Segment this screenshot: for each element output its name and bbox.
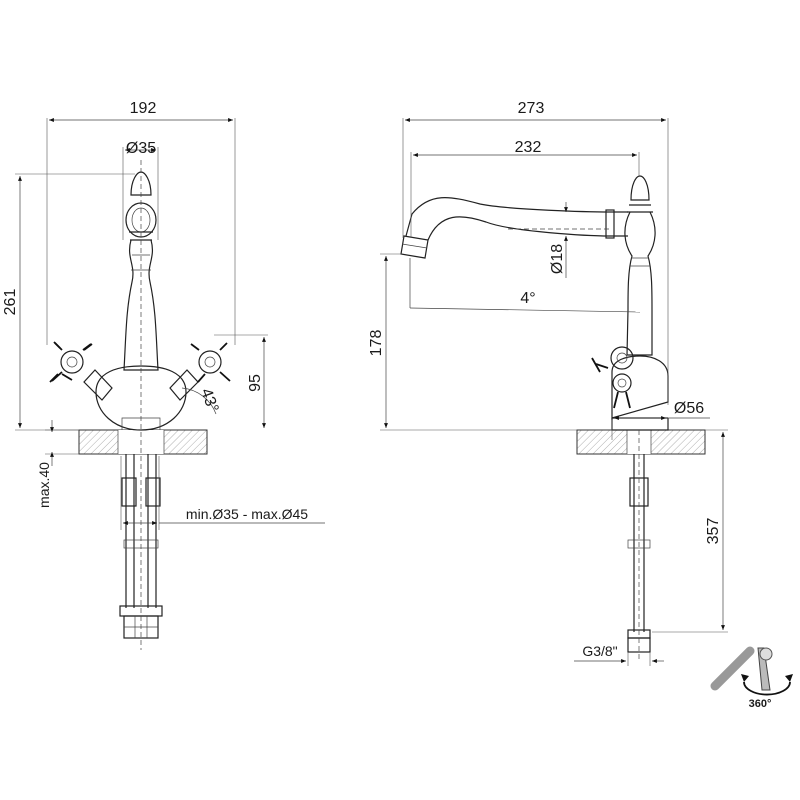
- right-handle-hub: [198, 350, 222, 374]
- right-handle-arm: [169, 369, 199, 401]
- top-finial-side: [630, 175, 650, 201]
- spout-lower: [427, 216, 628, 241]
- dim-reach-spout: 232: [515, 139, 542, 156]
- dim-reach-total: 273: [518, 100, 545, 117]
- left-handle-hub: [60, 350, 84, 374]
- dim-hole-diameter: min.Ø35 - max.Ø45: [186, 506, 308, 522]
- swivel-rotation-icon: 360°: [710, 646, 793, 710]
- front-view: 192 Ø35 261 95 43° max.40 min.Ø35 - max.…: [2, 100, 325, 650]
- dim-height-total: 261: [2, 289, 19, 316]
- dim-width-total: 192: [130, 100, 157, 117]
- dim-spout-height: 178: [368, 330, 385, 357]
- base-bowl-front: [95, 365, 187, 431]
- dim-handle-angle: 43°: [197, 386, 221, 415]
- dim-max-thickness: max.40: [36, 462, 52, 508]
- spout-upper: [405, 197, 628, 237]
- rotation-label: 360°: [749, 698, 772, 710]
- dim-spout-angle: 4°: [520, 290, 535, 307]
- aerator: [400, 235, 429, 259]
- side-view: 273 232 Ø18 4° 178 Ø56 357: [368, 100, 728, 666]
- dim-spout-diameter: Ø35: [126, 140, 156, 157]
- top-finial-front: [130, 171, 152, 196]
- body-column-side: [624, 211, 656, 356]
- dim-base-diameter: Ø56: [674, 400, 704, 417]
- dim-connection-thread: G3/8": [582, 643, 617, 659]
- dim-spout-tube-diameter: Ø18: [549, 244, 566, 274]
- handle-hub-side: [610, 346, 634, 370]
- dim-handle-height: 95: [247, 374, 264, 392]
- dim-hose-length: 357: [705, 518, 722, 545]
- left-handle-arm: [83, 369, 113, 401]
